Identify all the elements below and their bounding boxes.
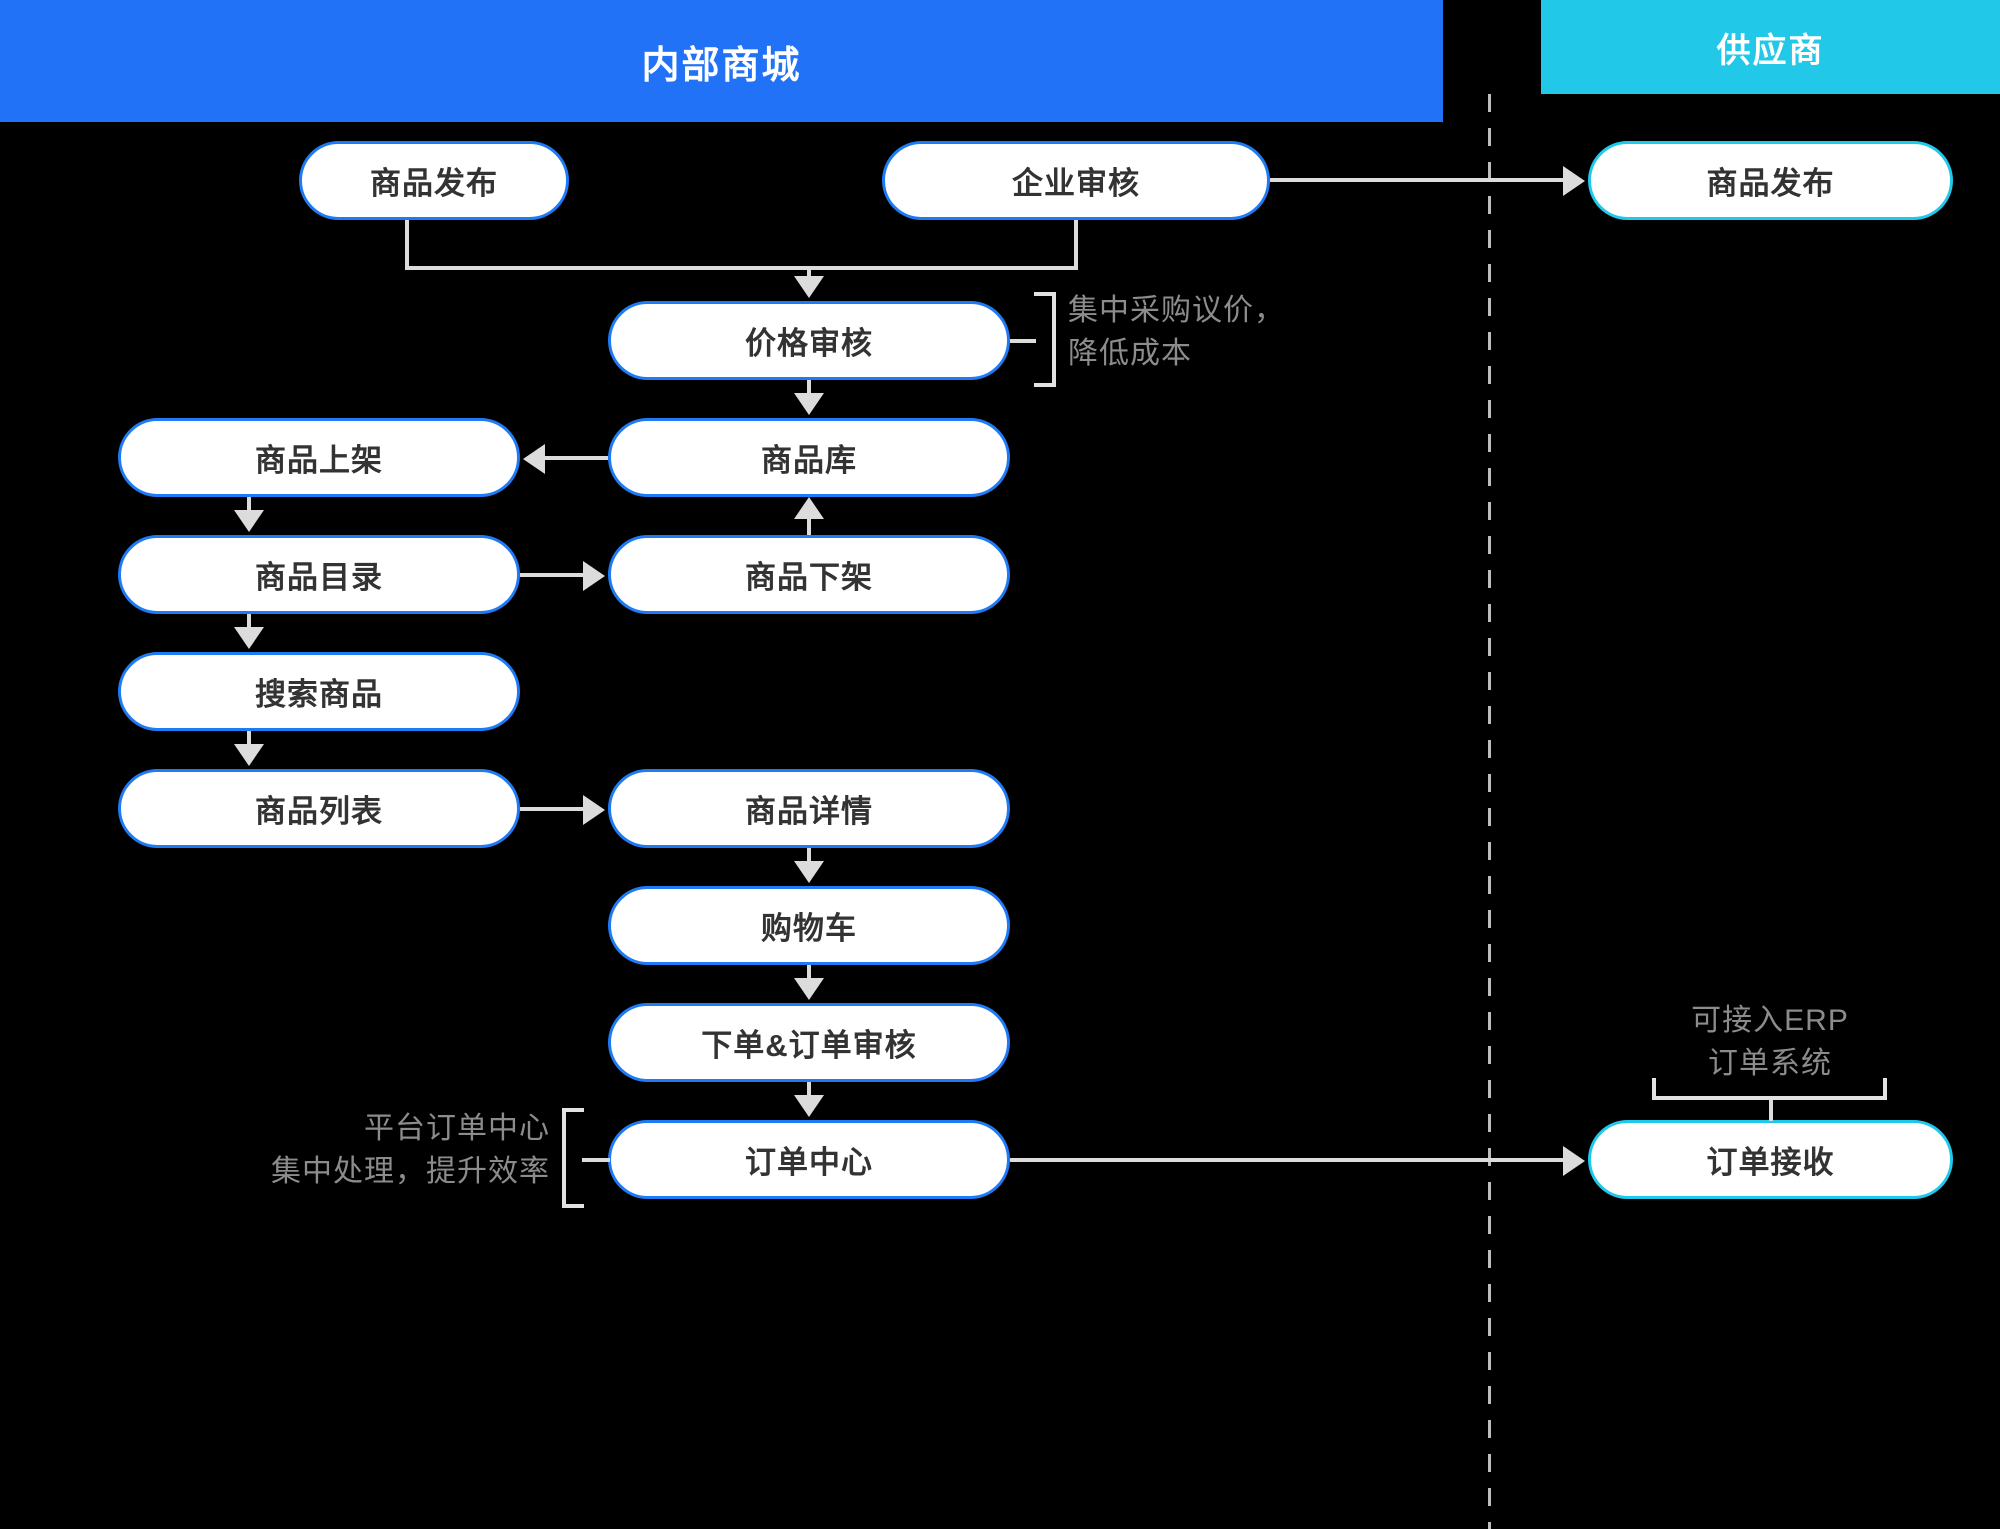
node-price-review[interactable]: 价格审核 (608, 301, 1010, 380)
connector-order-review-to-order-center (807, 1082, 811, 1098)
connector-off-shelf-to-library (807, 513, 811, 535)
annotation-order-center-note: 平台订单中心 集中处理，提升效率 (271, 1112, 550, 1188)
annotation-stub-erp-note (1769, 1097, 1773, 1121)
connector-enterprise-to-supplier-publish (1270, 178, 1566, 182)
annotation-erp-note: 可接入ERP 订单系统 (1691, 1004, 1849, 1080)
node-product-detail[interactable]: 商品详情 (608, 769, 1010, 848)
connector-price-to-library (807, 380, 811, 396)
node-product-on-shelf[interactable]: 商品上架 (118, 418, 520, 497)
connector-enterprise-down (1074, 220, 1078, 270)
annotation-bracket-price-note (1034, 292, 1056, 387)
annotation-stub-price-note (1010, 339, 1036, 343)
arrowhead-to-product-detail (583, 795, 605, 825)
arrowhead-to-product-on-shelf (523, 444, 545, 474)
node-product-publish-internal[interactable]: 商品发布 (299, 141, 569, 220)
connector-cart-to-order-review (807, 965, 811, 981)
node-order-receive[interactable]: 订单接收 (1588, 1120, 1953, 1199)
arrowhead-to-place-order-review (794, 978, 824, 1000)
arrowhead-to-product-library (794, 393, 824, 415)
connector-list-to-detail (520, 807, 585, 811)
arrowhead-to-search-product (234, 627, 264, 649)
lane-header-supplier: 供应商 (1541, 0, 2000, 94)
arrowhead-to-supplier-publish (1563, 166, 1585, 196)
node-product-catalog[interactable]: 商品目录 (118, 535, 520, 614)
node-order-center[interactable]: 订单中心 (608, 1120, 1010, 1199)
arrowhead-to-product-list (234, 744, 264, 766)
arrowhead-to-price-review (794, 276, 824, 298)
connector-order-center-to-order-receive (1010, 1158, 1566, 1162)
node-product-list[interactable]: 商品列表 (118, 769, 520, 848)
arrowhead-to-product-off-shelf (583, 561, 605, 591)
arrowhead-to-order-center (794, 1095, 824, 1117)
arrowhead-to-shopping-cart (794, 861, 824, 883)
arrowhead-to-order-receive (1563, 1146, 1585, 1176)
node-enterprise-review[interactable]: 企业审核 (882, 141, 1270, 220)
connector-publish-down (405, 220, 409, 270)
connector-detail-to-cart (807, 848, 811, 864)
connector-on-shelf-to-catalog (247, 497, 251, 513)
connector-library-to-on-shelf (545, 456, 608, 460)
connector-search-to-list (247, 731, 251, 747)
node-place-order-review[interactable]: 下单&订单审核 (608, 1003, 1010, 1082)
annotation-bracket-erp-note (1652, 1078, 1887, 1100)
node-product-off-shelf[interactable]: 商品下架 (608, 535, 1010, 614)
lane-header-internal-mall: 内部商城 (0, 0, 1443, 122)
arrowhead-up-to-product-library (794, 497, 824, 519)
connector-merge-to-price-review (405, 266, 1078, 270)
node-product-library[interactable]: 商品库 (608, 418, 1010, 497)
node-product-publish-supplier[interactable]: 商品发布 (1588, 141, 1953, 220)
node-search-product[interactable]: 搜索商品 (118, 652, 520, 731)
annotation-stub-order-note (582, 1158, 610, 1162)
connector-catalog-to-off-shelf (520, 573, 585, 577)
connector-merge-stem (807, 266, 811, 279)
annotation-bracket-order-note (562, 1108, 584, 1208)
node-shopping-cart[interactable]: 购物车 (608, 886, 1010, 965)
annotation-price-note: 集中采购议价， 降低成本 (1068, 294, 1285, 370)
lane-divider-dashed (1488, 94, 1491, 1529)
connector-catalog-to-search (247, 614, 251, 630)
arrowhead-to-product-catalog (234, 510, 264, 532)
